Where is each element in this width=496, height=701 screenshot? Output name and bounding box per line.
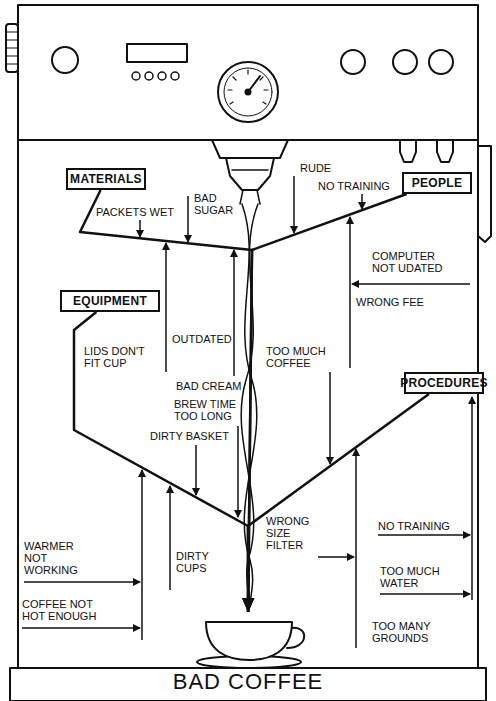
machine-display — [127, 44, 187, 62]
bone-line — [74, 312, 248, 612]
knob-grip — [6, 32, 18, 64]
bone-arrow — [242, 394, 429, 612]
gauge-ticks — [228, 70, 268, 104]
leader-arrow — [318, 556, 354, 558]
leader-arrow — [22, 627, 140, 629]
hot-water-spout — [437, 140, 453, 162]
category-label: PROCEDURES — [400, 376, 488, 390]
effect-title: BAD COFFEE — [173, 669, 324, 695]
machine-button — [429, 50, 453, 74]
steam-wand — [478, 146, 491, 242]
portafilter — [226, 158, 274, 190]
cause-label: TOO MUCH WATER — [380, 565, 446, 589]
category-box: EQUIPMENT — [60, 290, 160, 312]
cause-label: BREW TIME TOO LONG — [174, 398, 238, 422]
small-button — [132, 72, 140, 80]
cause-label: COMPUTER NOT UDATED — [372, 250, 444, 274]
machine-body — [18, 140, 478, 668]
portafilter-spouts — [232, 170, 268, 204]
cause-label: WRONG FEE — [356, 296, 436, 308]
cause-label: NO TRAINING — [378, 520, 468, 532]
bone-arrow — [242, 194, 406, 612]
bone-line — [80, 190, 252, 612]
leader-arrow — [169, 486, 171, 590]
bone-line — [248, 394, 429, 612]
leader-arrow — [195, 445, 197, 495]
leader-arrow — [355, 449, 357, 648]
cause-label: BAD CREAM — [176, 380, 256, 392]
machine-base — [10, 668, 486, 701]
arrow-head — [242, 598, 254, 612]
cause-label: DIRTY CUPS — [176, 550, 216, 574]
cup-handle — [287, 628, 304, 648]
cause-label: TOO MANY GROUNDS — [372, 620, 442, 644]
leader-arrow — [349, 217, 351, 368]
leader-arrow — [237, 426, 239, 517]
category-box: PEOPLE — [402, 172, 472, 194]
arrow-head — [242, 598, 254, 612]
leader-arrow — [165, 243, 167, 372]
pressure-gauge — [218, 62, 278, 122]
category-label: MATERIALS — [70, 172, 142, 186]
cause-label: COFFEE NOT HOT ENOUGH — [22, 598, 102, 622]
arrow-head — [242, 598, 254, 612]
machine-top-panel — [18, 5, 478, 140]
leader-arrow — [233, 250, 235, 376]
leader-arrow — [471, 397, 473, 600]
group-head — [212, 140, 288, 158]
bone-line — [248, 194, 406, 612]
gauge-face — [224, 68, 272, 116]
small-button — [158, 72, 166, 80]
machine-button — [341, 50, 365, 74]
cause-label: TOO MUCH COFFEE — [266, 345, 328, 369]
hot-water-spout — [400, 140, 416, 162]
leader-arrow — [378, 534, 470, 536]
category-box: PROCEDURES — [404, 372, 484, 394]
machine-button — [393, 50, 417, 74]
bone-arrow — [74, 312, 254, 612]
cause-label: WRONG SIZE FILTER — [266, 515, 316, 551]
cause-label: LIDS DON'T FIT CUP — [84, 345, 154, 369]
leader-arrow — [187, 196, 189, 242]
leader-arrow — [293, 176, 295, 233]
cause-label: OUTDATED — [172, 333, 232, 345]
leader-arrow — [380, 593, 470, 595]
leader-arrow — [139, 220, 141, 237]
leader-arrow — [24, 581, 140, 583]
side-knob — [6, 24, 18, 72]
small-button — [171, 72, 179, 80]
cause-label: RUDE — [300, 162, 340, 174]
leader-arrow — [141, 470, 143, 640]
cause-label: WARMER NOT WORKING — [24, 540, 80, 576]
coffee-cup — [206, 622, 292, 660]
arrow-head — [242, 598, 254, 612]
cause-label: BAD SUGAR — [194, 192, 238, 216]
machine-button — [52, 47, 78, 73]
cause-label: DIRTY BASKET — [150, 430, 240, 442]
category-label: PEOPLE — [412, 176, 462, 190]
category-label: EQUIPMENT — [73, 294, 147, 308]
cause-label: NO TRAINING — [318, 180, 408, 192]
bone-arrow — [80, 190, 254, 612]
leader-arrow — [329, 372, 331, 464]
category-box: MATERIALS — [66, 168, 146, 190]
cause-label: PACKETS WET — [96, 206, 186, 218]
leader-arrow — [361, 194, 363, 209]
leader-arrow — [352, 283, 470, 285]
small-button — [145, 72, 153, 80]
gauge-pivot — [246, 90, 251, 95]
